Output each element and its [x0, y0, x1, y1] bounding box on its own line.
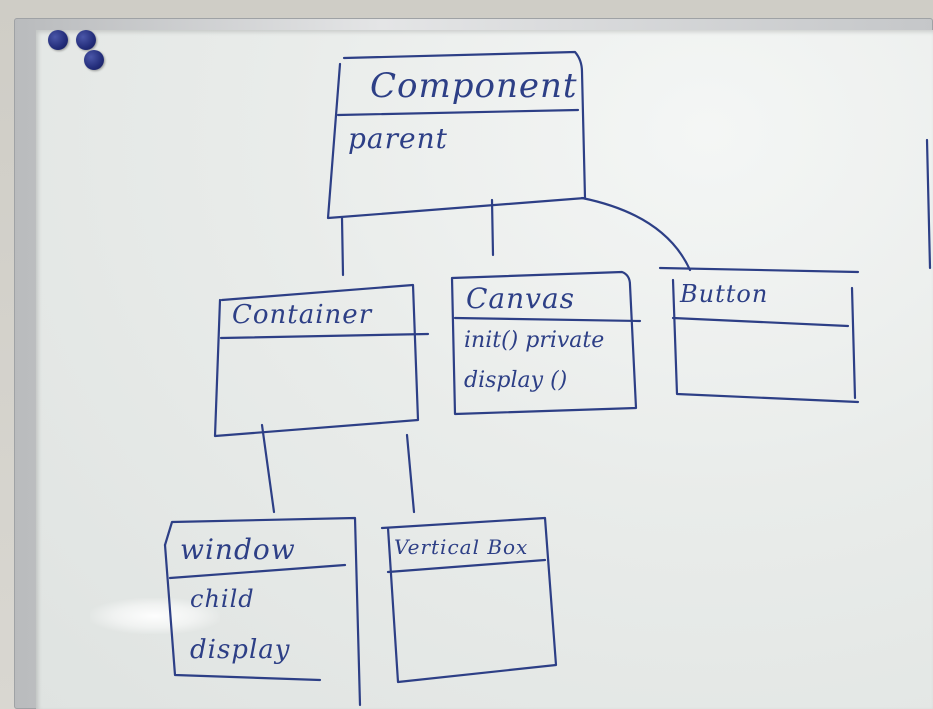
container-title: Container	[232, 300, 373, 330]
connector-verticalbox-container	[405, 433, 416, 514]
canvas-member-init: init() private	[464, 328, 605, 353]
connector-window-container	[260, 423, 276, 514]
button-box-outline	[658, 266, 860, 274]
magnet-icon	[76, 30, 96, 50]
canvas-member-display: display ()	[464, 368, 568, 393]
window-member-child: child	[190, 585, 255, 613]
connector-container-component	[340, 216, 345, 277]
button-title: Button	[680, 280, 769, 308]
container-box-outline	[213, 283, 420, 438]
edge-mark	[925, 138, 932, 270]
connector-canvas-component	[490, 198, 495, 257]
container-divider	[219, 332, 430, 340]
canvas-title: Canvas	[466, 282, 576, 315]
component-divider	[336, 108, 580, 117]
whiteboard-surface	[36, 30, 933, 709]
verticalbox-divider	[386, 558, 547, 574]
magnet-icon	[84, 50, 104, 70]
component-member-parent: parent	[348, 122, 448, 155]
window-title: window	[180, 533, 296, 566]
button-divider	[671, 316, 850, 328]
connector-button-component	[580, 196, 692, 272]
component-title: Component	[370, 66, 578, 106]
magnet-icon	[48, 30, 68, 50]
verticalbox-box-outline	[380, 516, 558, 684]
canvas-box-outline	[450, 270, 638, 416]
component-box-outline	[326, 50, 587, 220]
window-member-display: display	[190, 635, 291, 665]
verticalbox-title: Vertical Box	[394, 535, 529, 559]
window-box-outline	[163, 516, 362, 707]
canvas-divider	[453, 316, 642, 323]
window-divider	[168, 563, 347, 580]
light-glare	[90, 598, 220, 634]
